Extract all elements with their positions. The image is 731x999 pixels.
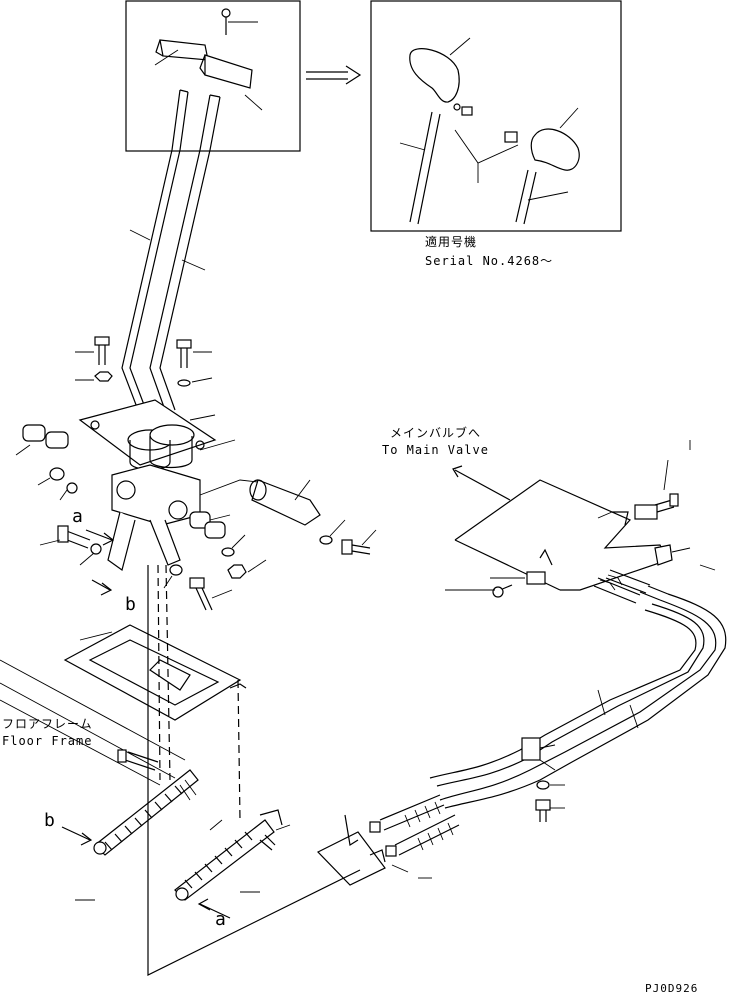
serial-label-jp: 適用号機: [425, 235, 478, 249]
drawing-number: PJ0D926: [645, 982, 699, 995]
main-valve-label-jp: メインバルブへ: [390, 426, 482, 440]
marker-b-top: b: [125, 594, 136, 615]
inset-knob-detail: [370, 0, 622, 232]
marker-b-bottom: b: [44, 810, 55, 831]
marker-a-top: a: [72, 506, 83, 527]
main-valve-cables: [316, 440, 727, 886]
floor-frame-label-en: Floor Frame: [2, 734, 93, 748]
main-valve-label-en: To Main Valve: [382, 443, 489, 457]
arrow-to-inset-2: [306, 65, 362, 85]
lever-assembly: [15, 149, 377, 611]
marker-a-bottom: a: [215, 909, 226, 930]
inset-lever-knobs: [125, 0, 301, 152]
floor-frame-label-jp: フロアフレーム: [2, 717, 93, 731]
floor-frame: [0, 564, 247, 821]
pedal-springs: [61, 565, 361, 976]
serial-label-en: Serial No.4268～: [425, 254, 554, 268]
